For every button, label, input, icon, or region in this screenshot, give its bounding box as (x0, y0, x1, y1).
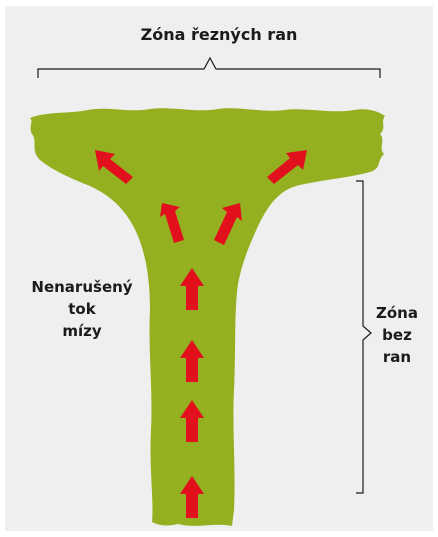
top-bracket (38, 58, 380, 78)
no-cut-zone-label-line3: ran (362, 346, 432, 368)
no-cut-zone-label: Zóna bez ran (362, 302, 432, 368)
undisturbed-flow-label: Nenarušený tok mízy (12, 276, 152, 342)
no-cut-zone-label-line2: bez (362, 324, 432, 346)
undisturbed-flow-label-line3: mízy (12, 320, 152, 342)
no-cut-zone-label-line1: Zóna (362, 302, 432, 324)
undisturbed-flow-label-line2: tok (12, 298, 152, 320)
undisturbed-flow-label-line1: Nenarušený (12, 276, 152, 298)
cut-zone-label: Zóna řezných ran (0, 24, 438, 46)
